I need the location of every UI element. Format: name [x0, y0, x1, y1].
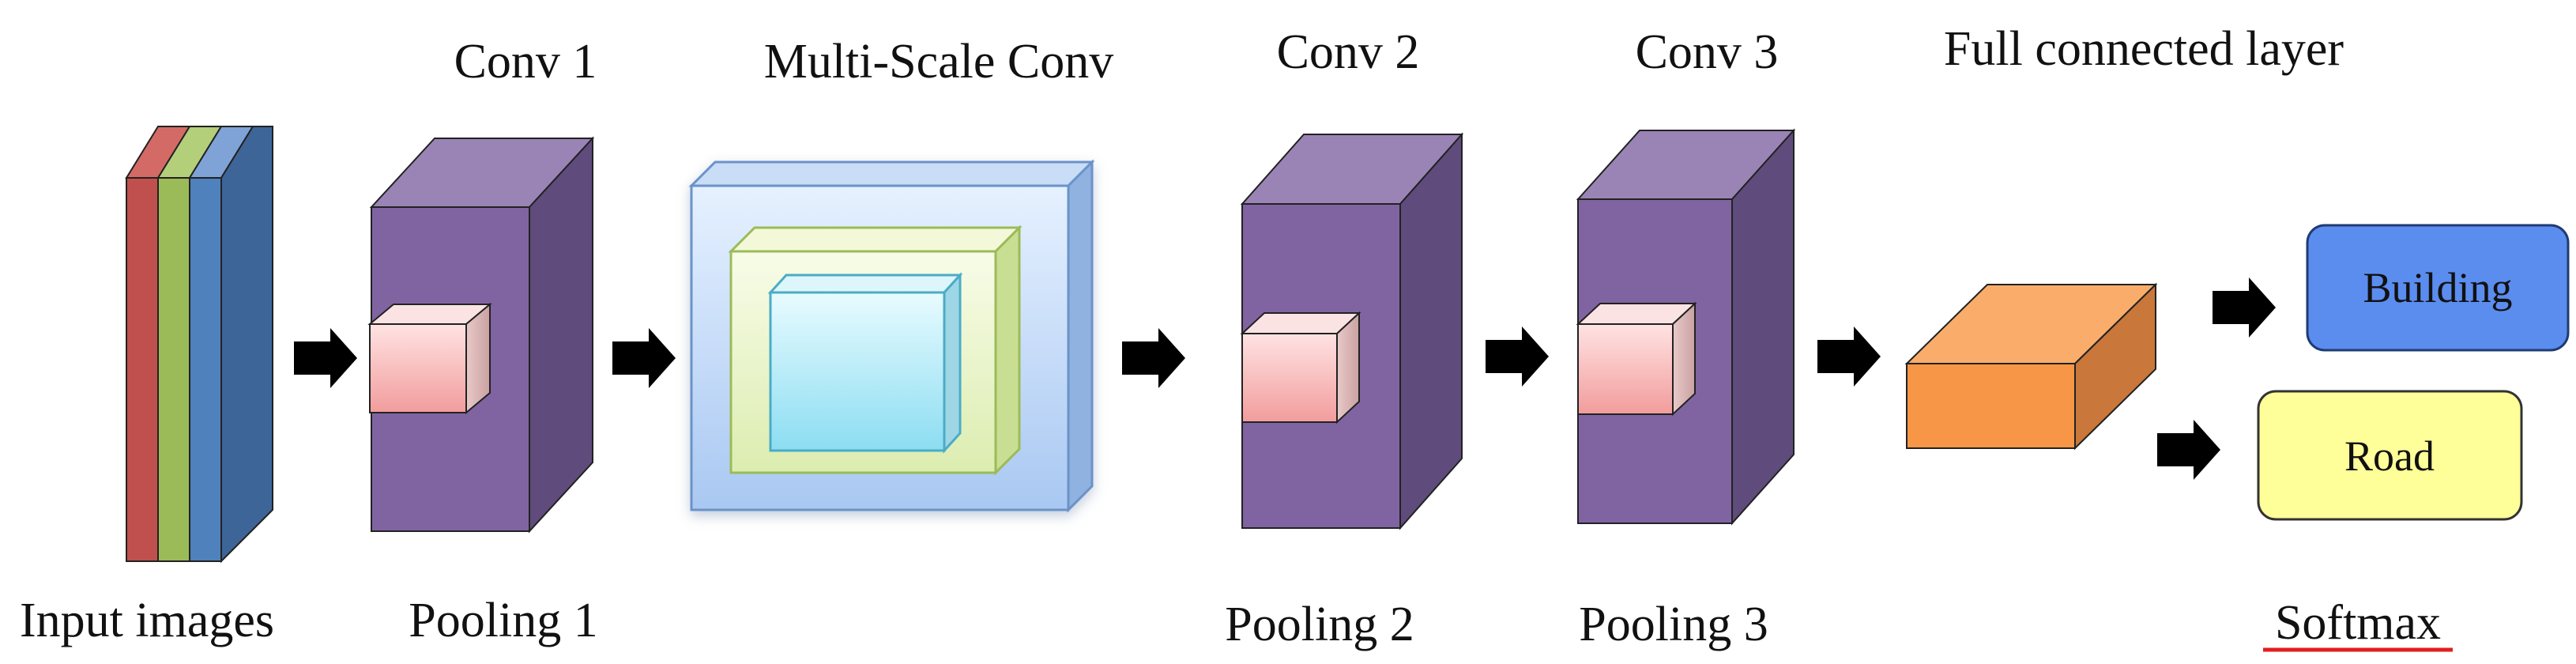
conv3-label: Conv 3	[1636, 25, 1779, 79]
arrow-right-icon	[612, 328, 676, 388]
pooling1-kernel	[367, 302, 492, 415]
conv2-label: Conv 2	[1277, 25, 1420, 79]
arrow-right-icon	[2213, 277, 2276, 338]
conv1-label: Conv 1	[454, 35, 597, 89]
softmax-label: Softmax	[2275, 596, 2441, 650]
input-images-label: Input images	[20, 594, 274, 647]
arrow-right-icon	[1486, 326, 1549, 387]
full-connected-layer-label: Full connected layer	[1944, 22, 2344, 76]
arrow-right-icon	[1122, 328, 1185, 388]
arrow-right-icon	[2157, 420, 2220, 480]
road-label: Road	[2344, 432, 2435, 480]
pooling3-label: Pooling 3	[1579, 598, 1768, 651]
building-label: Building	[2363, 264, 2512, 311]
input-images-stack	[125, 126, 273, 564]
pooling2-label: Pooling 2	[1225, 598, 1414, 651]
multi-scale-cyan-kernel	[767, 272, 963, 454]
pooling2-kernel	[1240, 311, 1361, 424]
full-connected-layer-block	[1904, 282, 2158, 451]
building-output-box: Building	[2306, 224, 2570, 352]
arrow-right-icon	[294, 328, 357, 388]
road-output-box: Road	[2257, 390, 2523, 521]
conv3-block	[1576, 128, 1796, 526]
pooling3-kernel	[1576, 301, 1697, 417]
multi-scale-conv-label: Multi-Scale Conv	[764, 35, 1114, 89]
pooling1-label: Pooling 1	[409, 594, 597, 647]
arrow-right-icon	[1817, 326, 1881, 387]
